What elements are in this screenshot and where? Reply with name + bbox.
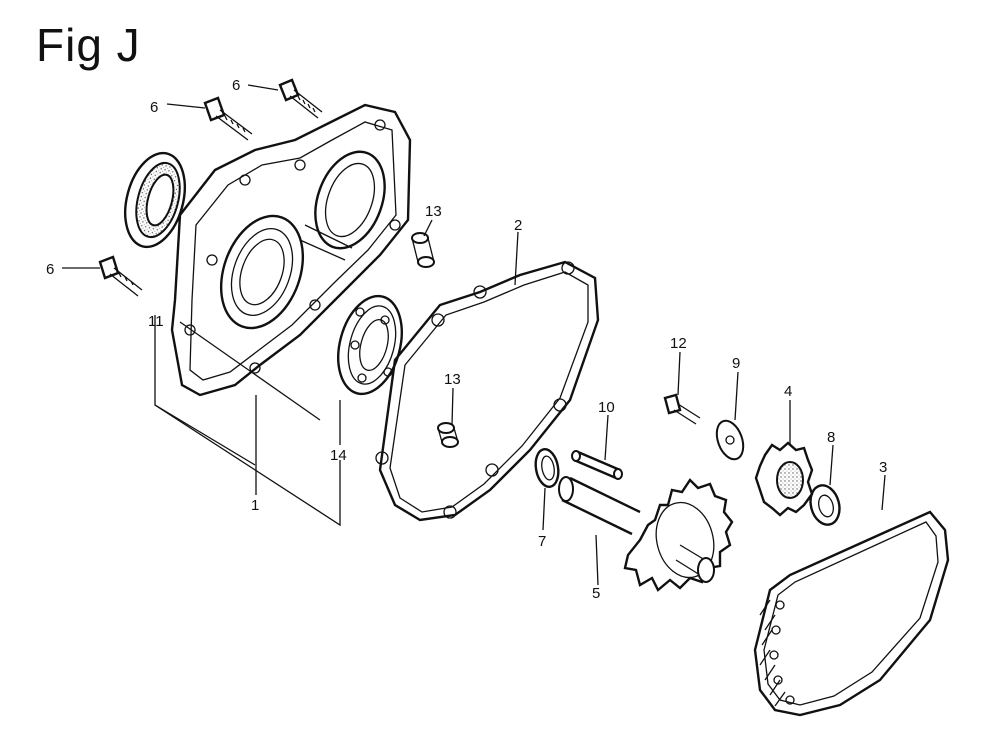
callout-4: 4: [784, 383, 792, 400]
callout-3: 3: [879, 459, 887, 476]
callout-5: 5: [592, 585, 600, 602]
callout-6-lower: 6: [46, 261, 54, 278]
part-shaft-sprocket: [558, 476, 734, 592]
callout-10: 10: [598, 399, 615, 416]
part-seal-washer: [809, 484, 841, 526]
part-dowel-pin-lower: [437, 422, 459, 448]
part-dowel-pin-upper: [411, 232, 435, 268]
callout-6-upper: 6: [232, 77, 240, 94]
callout-9: 9: [732, 355, 740, 372]
part-bolt-upper: [278, 78, 323, 119]
callout-11: 11: [148, 313, 164, 330]
part-small-bolt: [663, 393, 701, 425]
callout-6-middle: 6: [150, 99, 158, 116]
callout-1: 1: [251, 497, 259, 514]
callouts: 6 6 6 13 2 11 14 1 13 12 9 4 10 8 3 7 5: [46, 77, 887, 602]
part-bolt-lower: [98, 255, 143, 297]
part-bolt-middle: [203, 96, 253, 141]
part-bearing: [337, 294, 403, 396]
part-cover-plate: [170, 103, 412, 397]
part-gasket: [375, 260, 600, 522]
callout-2: 2: [514, 217, 522, 234]
part-washer: [715, 419, 745, 461]
part-drive-chain: [753, 510, 950, 717]
callout-7: 7: [538, 533, 546, 550]
part-drive-sprocket: [754, 441, 814, 517]
callout-13-lower: 13: [444, 371, 461, 388]
callout-14: 14: [330, 447, 347, 464]
part-ring: [534, 447, 560, 489]
callout-8: 8: [827, 429, 835, 446]
part-pin: [571, 450, 623, 480]
callout-13-upper: 13: [425, 203, 442, 220]
callout-12: 12: [670, 335, 687, 352]
figure-title: Fig J: [36, 19, 141, 71]
part-oil-seal: [124, 151, 186, 249]
leader-lines: [62, 84, 886, 586]
